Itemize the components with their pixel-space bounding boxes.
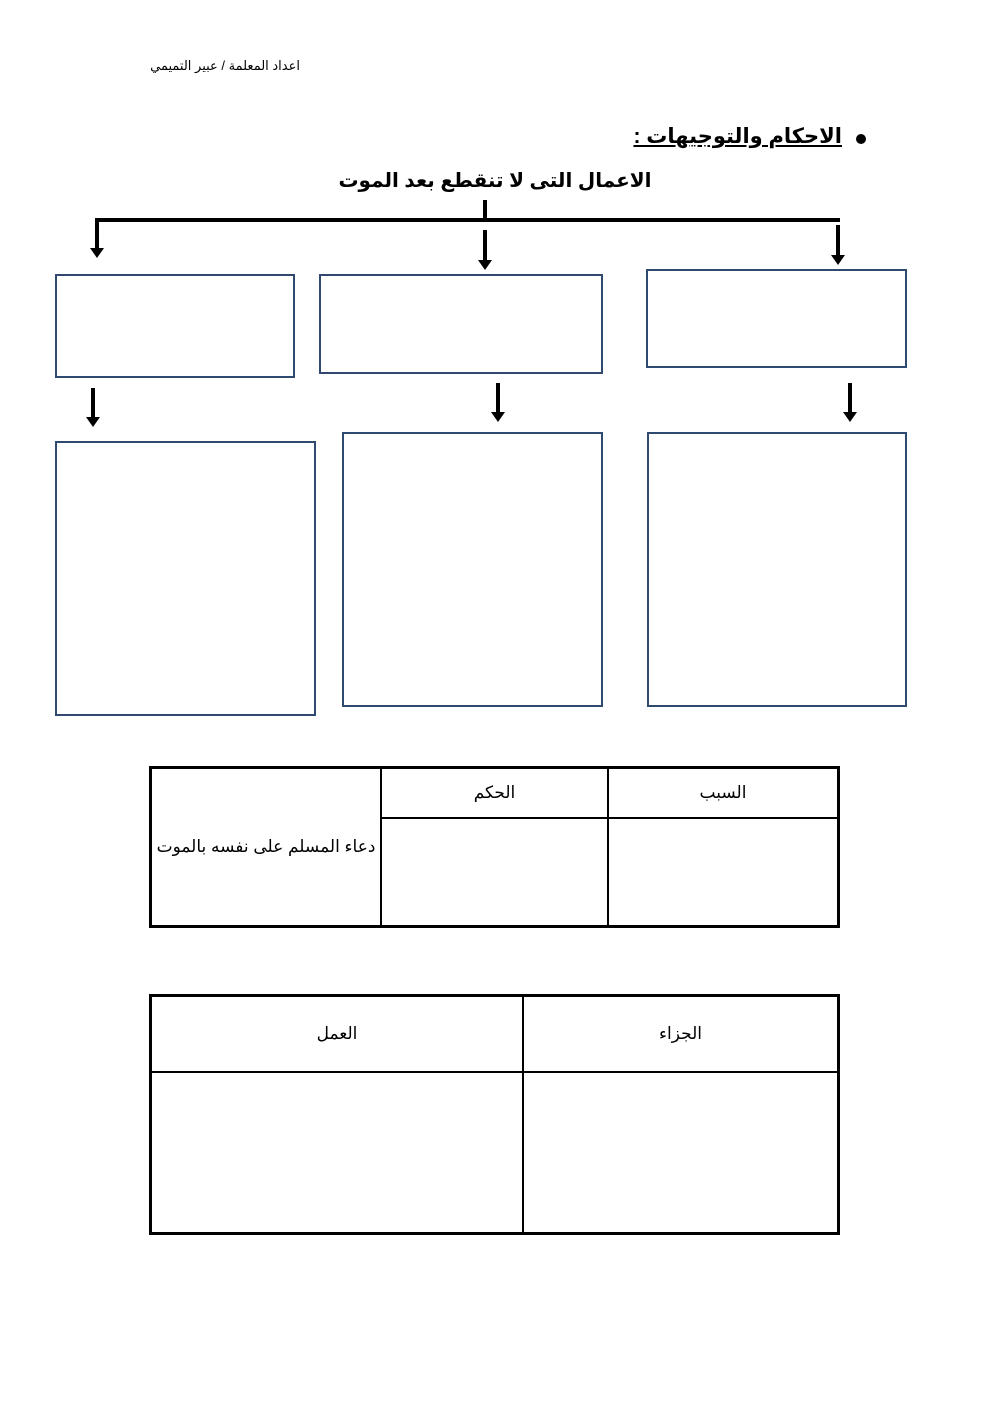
answer-cell-deed[interactable]: [149, 1070, 524, 1235]
answer-box-bottom-left[interactable]: [55, 441, 316, 716]
arrow-down-icon: [831, 225, 845, 265]
arrow-down-icon: [843, 383, 857, 422]
deed-reward-table: العمل الجزاء: [149, 994, 840, 1235]
connector-bar: [95, 218, 840, 222]
answer-box-bottom-right[interactable]: [647, 432, 907, 707]
arrow-down-icon: [491, 383, 505, 422]
header-reward: الجزاء: [522, 994, 840, 1073]
arrow-down-icon: [86, 388, 100, 427]
answer-cell-ruling[interactable]: [380, 816, 609, 928]
header-deed: العمل: [149, 994, 524, 1073]
answer-box-top-right[interactable]: [646, 269, 907, 368]
answer-box-bottom-middle[interactable]: [342, 432, 603, 707]
answer-box-top-middle[interactable]: [319, 274, 603, 374]
connector-stem: [483, 200, 487, 222]
arrow-down-icon: [478, 230, 492, 270]
header-ruling: الحكم: [380, 766, 609, 819]
answer-cell-reward[interactable]: [522, 1070, 840, 1235]
diagram-title: الاعمال التى لا تنقطع بعد الموت: [338, 170, 652, 192]
row-label: دعاء المسلم على نفسه بالموت: [149, 766, 382, 928]
author-line: اعداد المعلمة / عبير التميمي: [150, 58, 300, 73]
ruling-table: دعاء المسلم على نفسه بالموت الحكم السبب: [149, 766, 840, 928]
bullet-icon: [856, 134, 866, 144]
answer-box-top-left[interactable]: [55, 274, 295, 378]
answer-cell-reason[interactable]: [607, 816, 840, 928]
header-reason: السبب: [607, 766, 840, 819]
section-heading: الاحكام والتوجيهات :: [633, 125, 842, 148]
arrow-down-icon: [90, 220, 104, 258]
